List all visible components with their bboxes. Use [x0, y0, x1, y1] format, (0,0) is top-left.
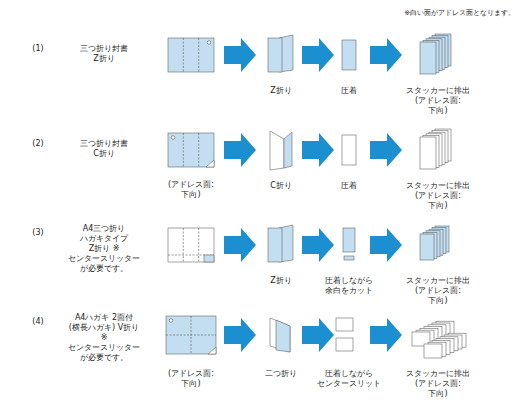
caption: C折り [270, 181, 292, 191]
step-number: (1) [32, 44, 43, 54]
v-fold-panel [270, 318, 290, 352]
caption: Z折り [270, 86, 291, 96]
flow-arrow [302, 38, 334, 72]
flow-arrow [370, 133, 402, 167]
stacked-sheet [424, 344, 442, 358]
flow-arrow [302, 318, 334, 352]
caption: Z折り [270, 276, 291, 286]
mark [169, 319, 173, 323]
pressed-card [336, 338, 353, 351]
flow-arrow [370, 38, 402, 72]
flow-arrow [224, 228, 256, 262]
z-fold-panel [268, 228, 282, 262]
mark [171, 136, 175, 140]
corner [208, 347, 216, 354]
c-fold-panel [270, 131, 284, 170]
caption: 圧着 [341, 86, 357, 96]
mark [207, 41, 211, 45]
step-number: (2) [32, 139, 43, 149]
pressed-sheet [342, 40, 356, 70]
caption: スタッカーに排出 (アドレス面:下向) [406, 181, 470, 211]
caption: A4ハガキ 2面付(横長ハガキ) V折り ※センタースリッター が必要です。 [68, 313, 140, 363]
sheet [168, 38, 214, 72]
stacked-sheet [420, 234, 434, 260]
caption: 三つ折り封書 C折り [80, 139, 128, 159]
fold-line [198, 228, 199, 262]
stacked-sheet [420, 42, 436, 74]
caption: 三つ折り封書 Z折り [80, 44, 128, 64]
flow-arrow [370, 228, 402, 262]
caption: スタッカーに排出 (アドレス面:下向) [406, 276, 470, 306]
step-number: (3) [32, 228, 43, 238]
fold-line [166, 335, 216, 336]
address-area [204, 255, 214, 262]
fold-line [183, 228, 184, 262]
caption: スタッカーに排出 (アドレス面:下向) [406, 86, 470, 116]
row-3 [168, 225, 449, 262]
fold-line [198, 38, 199, 72]
fold-line [183, 133, 184, 167]
output-stack [420, 34, 451, 74]
note: ※白い面がアドレス面となります。 [404, 8, 515, 18]
caption: 圧着 [341, 181, 357, 191]
flow-arrow [224, 318, 256, 352]
pressed-sheet [342, 135, 356, 165]
flow-arrow [224, 133, 256, 167]
pressed-sheet [343, 228, 355, 252]
caption: 圧着しながら センタースリット [317, 369, 381, 389]
sheet [166, 316, 216, 354]
flow-arrow [224, 38, 256, 72]
flow-arrow [302, 228, 334, 262]
caption: (アドレス面:下向) [168, 369, 214, 389]
row-4 [166, 316, 466, 358]
output-stack [420, 129, 451, 169]
caption: 二つ折り [265, 369, 297, 379]
caption: スタッカーに排出 (アドレス面:下向) [406, 369, 470, 399]
stacked-sheet [420, 137, 436, 169]
row-1 [168, 34, 451, 74]
pressed-card [336, 318, 353, 331]
fold-line [198, 133, 199, 167]
c-fold-panel [284, 132, 292, 168]
sheet [168, 133, 214, 167]
z-fold-panel [268, 38, 282, 72]
caption: 圧着しながら 余白をカット [325, 276, 373, 296]
caption: A4三つ折り ハガキタイプ Z折り ※センタースリッター が必要です。 [68, 224, 140, 274]
cut-margin [344, 256, 354, 260]
step-number: (4) [32, 317, 43, 327]
caption: (アドレス面:下向) [168, 180, 214, 200]
v-fold-panel [276, 320, 290, 352]
fold-line [183, 38, 184, 72]
corner [206, 160, 214, 167]
output-stack [420, 226, 449, 260]
row-2 [168, 129, 451, 170]
flow-arrow [302, 133, 334, 167]
sheet [168, 228, 214, 262]
output-stack [412, 321, 466, 358]
flow-arrow [370, 318, 402, 352]
